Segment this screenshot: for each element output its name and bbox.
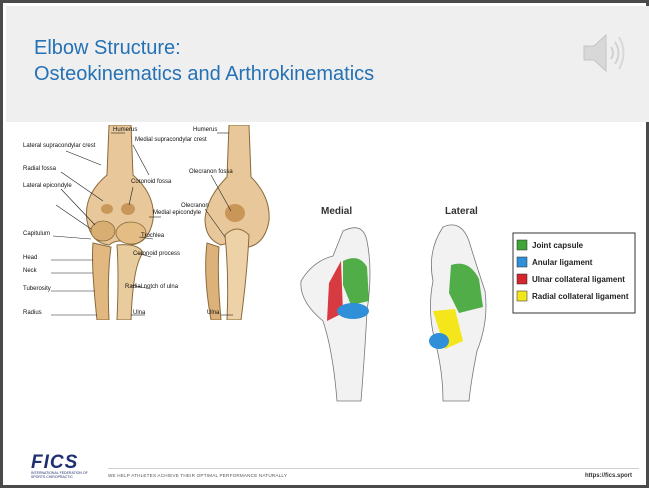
label-radial-fossa: Radial fossa [23,166,57,172]
legend-swatch-anular-ligament [517,257,527,267]
elbow-bones-figure: Humerus Lateral supracondylar crest Medi… [21,125,283,320]
label-medial-epicondyle: Medial epicondyle [153,210,202,216]
slide-title-line1: Elbow Structure: [34,37,181,60]
legend-anular-ligament: Anular ligament [532,258,593,267]
label-lateral-supracondylar-crest: Lateral supracondylar crest [23,143,96,149]
label-head: Head [23,255,37,261]
footer-url[interactable]: https://fics.sport [585,473,632,479]
label-olecranon: Olecranon [181,203,209,209]
elbow-ligaments-figure: Medial Lateral Joint capsule Anular liga… [293,201,639,409]
legend-swatch-joint-capsule [517,240,527,250]
logo-subtext: INTERNATIONAL FEDERATION OF SPORTS CHIRO… [31,471,101,479]
legend-joint-capsule: Joint capsule [532,241,584,250]
label-coronoid-fossa: Coronoid fossa [131,179,172,185]
label-trochlea: Trochlea [141,233,165,239]
legend-swatch-radial-collateral [517,291,527,301]
label-medial-view: Medial [321,206,352,217]
legend-ulnar-collateral-ligament: Ulnar collateral ligament [532,275,625,284]
slide-title-line2: Osteokinematics and Arthrokinematics [34,63,374,86]
footer-tagline: WE HELP ATHLETES ACHIEVE THEIR OPTIMAL P… [108,473,287,478]
label-olecranon-fossa: Olecranon fossa [189,169,233,175]
label-medial-supracondylar-crest: Medial supracondylar crest [135,137,207,143]
label-humerus-front: Humerus [113,127,137,133]
fics-logo: FICS INTERNATIONAL FEDERATION OF SPORTS … [31,452,99,480]
label-coronoid-process: Coronoid process [133,251,180,257]
label-lateral-view: Lateral [445,206,478,217]
label-radial-notch: Radial notch of ulna [125,284,179,290]
label-ulna-front: Ulna [133,310,146,316]
label-radius: Radius [23,310,42,316]
label-capitulum: Capitulum [23,231,50,237]
legend-swatch-ulnar-collateral [517,274,527,284]
speaker-audio-icon[interactable] [578,31,626,75]
label-ulna-back: Ulna [207,310,220,316]
footer-divider [108,468,639,469]
label-lateral-epicondyle: Lateral epicondyle [23,183,72,189]
legend-radial-collateral-ligament: Radial collateral ligament [532,292,629,301]
label-humerus-back: Humerus [193,127,217,133]
label-tuberosity: Tuberosity [23,286,51,292]
label-neck: Neck [23,268,38,274]
